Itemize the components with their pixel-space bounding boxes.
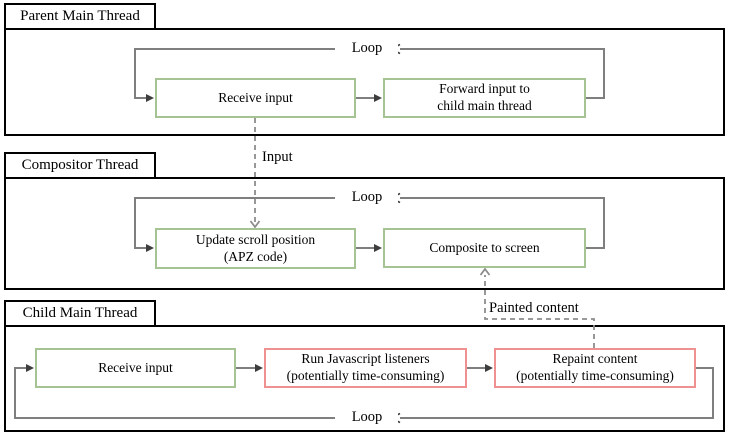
node-run-javascript-listeners: Run Javascript listeners (potentially ti… <box>264 348 467 388</box>
node-forward-input: Forward input to child main thread <box>383 78 586 118</box>
node-label: Run Javascript listeners (potentially ti… <box>286 351 445 383</box>
node-update-scroll-position: Update scroll position (APZ code) <box>155 228 356 269</box>
node-label: Composite to screen <box>429 239 540 255</box>
node-label: Receive input <box>98 359 173 375</box>
lane-title-child-main-thread: Child Main Thread <box>4 300 156 327</box>
loop-label-child: Loop <box>336 409 398 426</box>
node-label: Repaint content (potentially time-consum… <box>516 351 674 383</box>
node-label: Forward input to child main thread <box>437 81 532 113</box>
compositor-thread-lane <box>4 177 725 290</box>
child-main-thread-lane <box>4 325 725 432</box>
node-composite-to-screen: Composite to screen <box>383 228 586 268</box>
input-edge-label: Input <box>261 149 294 166</box>
node-repaint-content: Repaint content (potentially time-consum… <box>494 348 696 388</box>
loop-label-compositor: Loop <box>336 189 398 206</box>
lane-title-text: Compositor Thread <box>21 157 139 173</box>
lane-title-text: Parent Main Thread <box>20 8 140 24</box>
node-label: Receive input <box>218 89 293 105</box>
lane-title-compositor-thread: Compositor Thread <box>4 152 156 179</box>
painted-content-edge-label: Painted content <box>488 300 580 317</box>
loop-label-parent: Loop <box>336 40 398 57</box>
lane-title-text: Child Main Thread <box>22 305 138 321</box>
node-receive-input-child: Receive input <box>35 348 236 388</box>
node-label: Update scroll position (APZ code) <box>195 231 316 264</box>
parent-main-thread-lane <box>4 28 725 136</box>
lane-title-parent-main-thread: Parent Main Thread <box>4 3 156 30</box>
node-receive-input-parent: Receive input <box>155 78 356 118</box>
